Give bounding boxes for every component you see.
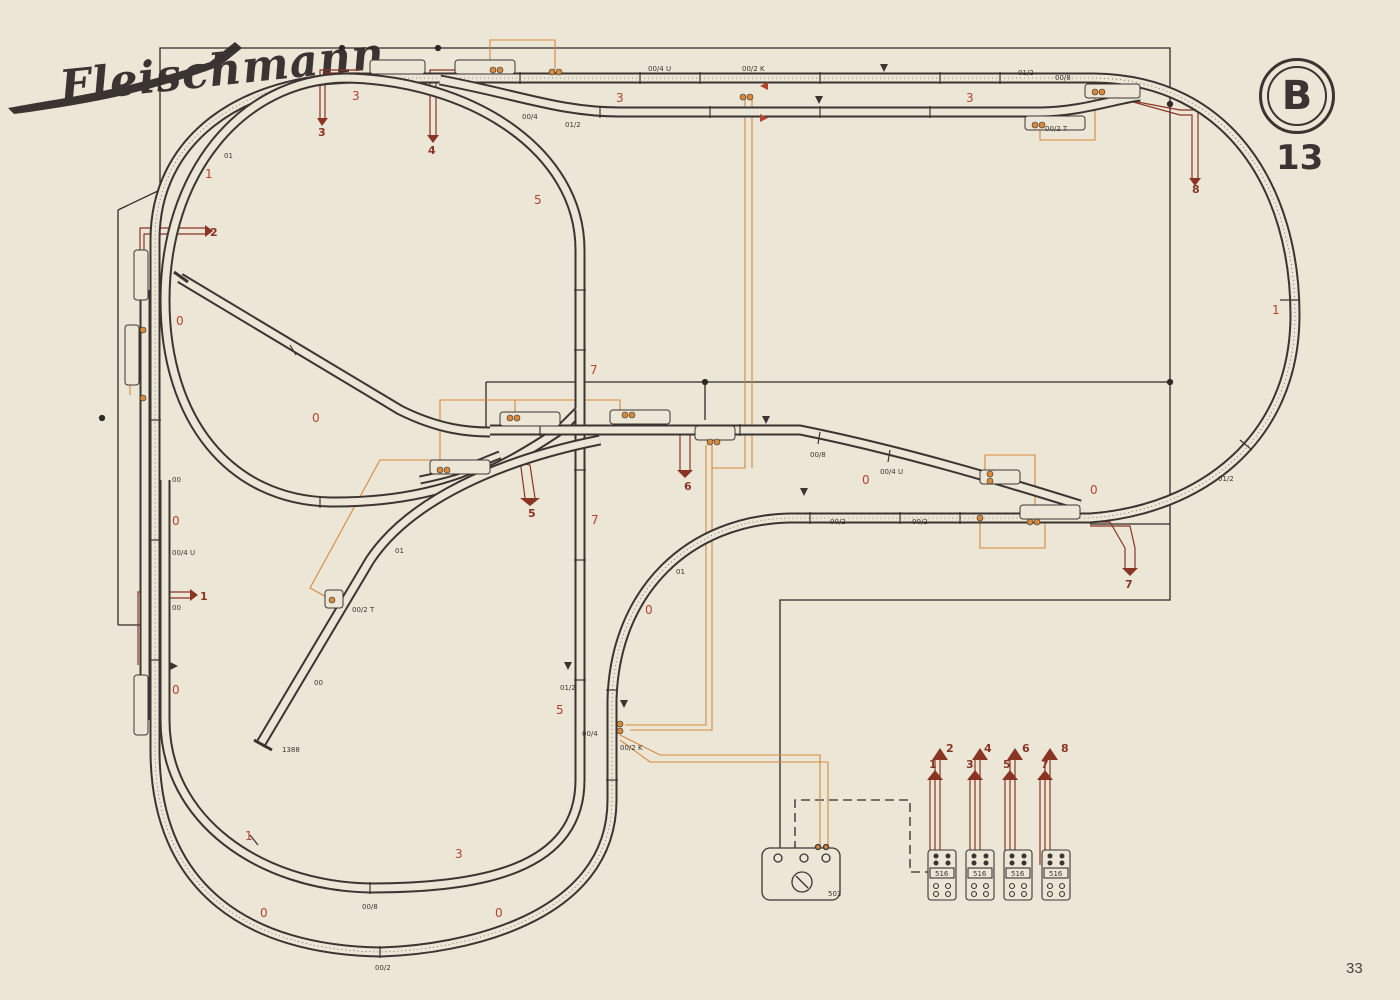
switch-box-label: 516 — [973, 870, 987, 878]
track-code: 00/4 U — [172, 549, 195, 557]
track-code: 00/8 — [362, 903, 378, 911]
terminal-labels: 3 4 8 2 1 6 5 7 — [200, 126, 1200, 603]
track-code: 00/4 U — [648, 65, 671, 73]
section-label: 0 — [495, 906, 503, 920]
output-label: 1 — [929, 758, 937, 771]
signal-markers — [170, 64, 888, 708]
section-label: 0 — [1090, 483, 1098, 497]
terminal-label: 3 — [318, 126, 326, 139]
switch-control-boxes: 516 516 516 516 — [927, 849, 1071, 901]
track-code: 00/4 U — [880, 468, 903, 476]
track-code: 00 — [314, 679, 323, 687]
rail-joints — [149, 72, 1300, 958]
orange-wiring — [129, 39, 1096, 850]
terminal-label: 7 — [1125, 578, 1133, 591]
track-layout — [139, 72, 1301, 958]
logo-swoosh — [8, 42, 242, 114]
section-label: 0 — [862, 473, 870, 487]
track-code: 01 — [676, 568, 685, 576]
track-code: 1388 — [282, 746, 300, 754]
section-label: 1 — [1272, 303, 1280, 317]
output-arrows: 1 2 3 4 5 6 7 8 — [927, 742, 1069, 780]
terminal-label: 5 — [528, 507, 536, 520]
track-code: 01 — [224, 152, 233, 160]
section-label: 7 — [591, 513, 599, 527]
output-label: 5 — [1003, 758, 1011, 771]
transformer-label: 503 — [828, 890, 841, 898]
section-label: 1 — [205, 167, 213, 181]
section-label: 3 — [616, 91, 624, 105]
track-code: 01 — [395, 547, 404, 555]
switch-box-label: 516 — [1011, 870, 1025, 878]
track-codes: 00/4 U 00/2 K 00/4 01/2 01/2 00/8 00/2 T… — [172, 65, 1234, 972]
track-code: 00/2 T — [1045, 125, 1068, 133]
section-label: 0 — [260, 906, 268, 920]
track-code: 01/2 — [560, 684, 576, 692]
section-label: 0 — [312, 411, 320, 425]
terminal-arrows — [190, 118, 1201, 601]
output-label: 6 — [1022, 742, 1030, 755]
output-label: 2 — [946, 742, 954, 755]
track-code: 00/2 T — [352, 606, 375, 614]
section-label: 5 — [534, 193, 542, 207]
plan-letter: B — [1267, 66, 1327, 126]
track-code: 00 — [172, 604, 181, 612]
section-label: 5 — [556, 703, 564, 717]
section-labels: 3 3 3 5 1 0 0 0 0 7 7 5 0 0 0 1 3 0 0 1 … — [172, 89, 1280, 920]
track-code: 00/2 — [830, 518, 846, 526]
section-label: 0 — [176, 314, 184, 328]
plan-number: 13 — [1276, 138, 1324, 178]
track-code: 00/2 — [375, 964, 391, 972]
switch-box-label: 516 — [1049, 870, 1063, 878]
section-label: 1 — [245, 829, 253, 843]
plan-badge: B — [1259, 58, 1335, 134]
output-label: 8 — [1061, 742, 1069, 755]
page-number: 33 — [1346, 960, 1363, 977]
track-code: 00/8 — [1055, 74, 1071, 82]
track-code: 01/2 — [565, 121, 581, 129]
section-label: 0 — [172, 514, 180, 528]
terminal-label: 2 — [210, 226, 218, 239]
section-label: 0 — [172, 683, 180, 697]
track-code: 00/4 — [582, 730, 598, 738]
section-label: 3 — [966, 91, 974, 105]
terminal-label: 8 — [1192, 183, 1200, 196]
track-code: 01/2 — [1218, 475, 1234, 483]
switch-box-label: 516 — [935, 870, 949, 878]
terminal-label: 4 — [428, 144, 436, 157]
section-label: 3 — [352, 89, 360, 103]
terminal-label: 1 — [200, 590, 208, 603]
terminal-label: 6 — [684, 480, 692, 493]
switch-motors — [124, 59, 1141, 736]
track-code: 00 — [172, 476, 181, 484]
indicator-bulbs — [139, 66, 1106, 735]
section-label: 3 — [455, 847, 463, 861]
track-code: 01/2 — [1018, 69, 1034, 77]
track-code: 00/8 — [810, 451, 826, 459]
transformer: 503 — [761, 843, 841, 901]
output-label: 4 — [984, 742, 992, 755]
track-code: 00/2 K — [742, 65, 765, 73]
output-label: 3 — [966, 758, 974, 771]
section-label: 7 — [590, 363, 598, 377]
track-code: 00/4 — [522, 113, 538, 121]
output-label: 7 — [1041, 758, 1049, 771]
track-code: 00/2 — [912, 518, 928, 526]
section-label: 0 — [645, 603, 653, 617]
track-code: 00/2 K — [620, 744, 643, 752]
